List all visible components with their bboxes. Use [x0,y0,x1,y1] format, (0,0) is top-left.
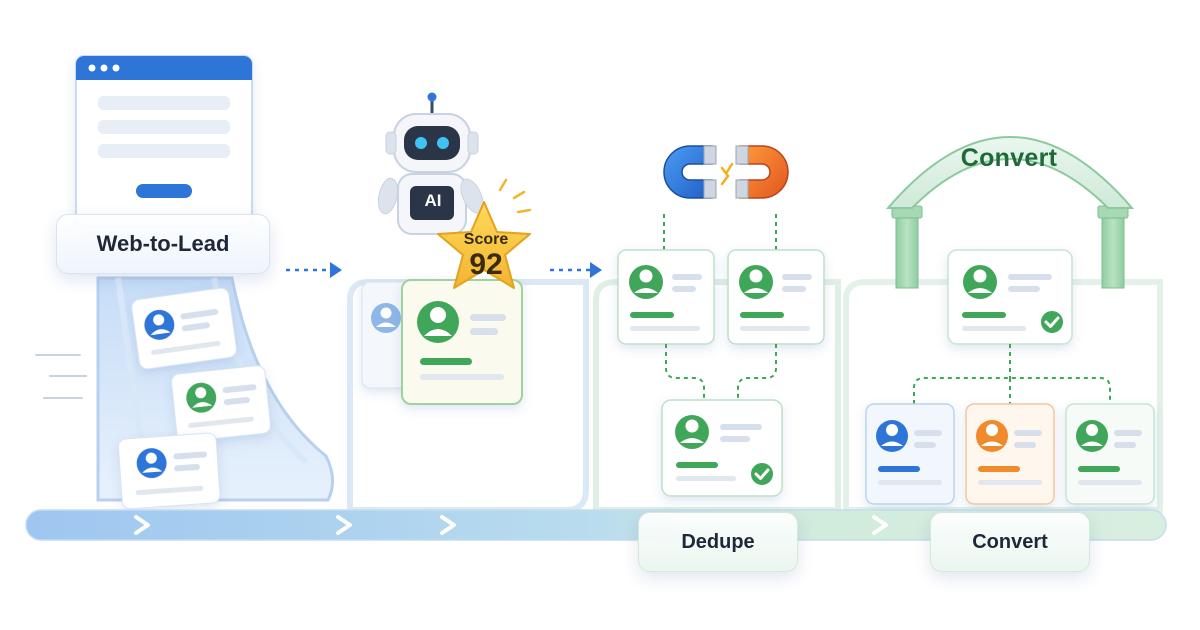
star-icon [437,178,532,289]
record-card-contact [865,403,955,505]
magnet-icon [735,145,789,199]
chevron-right-icon [134,515,888,535]
flow-arrow-1 [286,262,342,278]
pipeline-track [25,509,1167,541]
ai-badge: AI [424,191,442,210]
check-icon [1039,309,1065,335]
convert-arch [885,136,1135,289]
lead-card-duplicate-1 [617,249,715,345]
dedupe-label: Dedupe [638,512,798,572]
record-card-account [965,403,1055,505]
flow-arrow-2 [550,262,602,278]
score-label: Score [463,231,509,248]
convert-arch-label: Convert [960,144,1058,172]
lead-score-badge: Score 92 [436,232,536,280]
speed-lines [35,354,87,399]
lead-card-scored [401,279,523,405]
merge-connector [665,344,777,400]
lead-card-slide-2 [170,365,271,443]
lead-card-duplicate-2 [727,249,825,345]
check-icon [749,461,775,487]
spark-icon [720,162,734,186]
magnet-icon [663,145,717,199]
convert-label: Convert [930,512,1090,572]
record-card-opportunity [1065,403,1155,505]
robot-icon [377,92,484,235]
lead-card-slide-1 [131,287,237,370]
web-to-lead-label: Web-to-Lead [56,214,270,274]
score-value: 92 [469,248,503,281]
browser-window-icon [75,55,253,227]
convert-connector [913,344,1111,404]
lead-card-slide-3 [117,432,221,510]
